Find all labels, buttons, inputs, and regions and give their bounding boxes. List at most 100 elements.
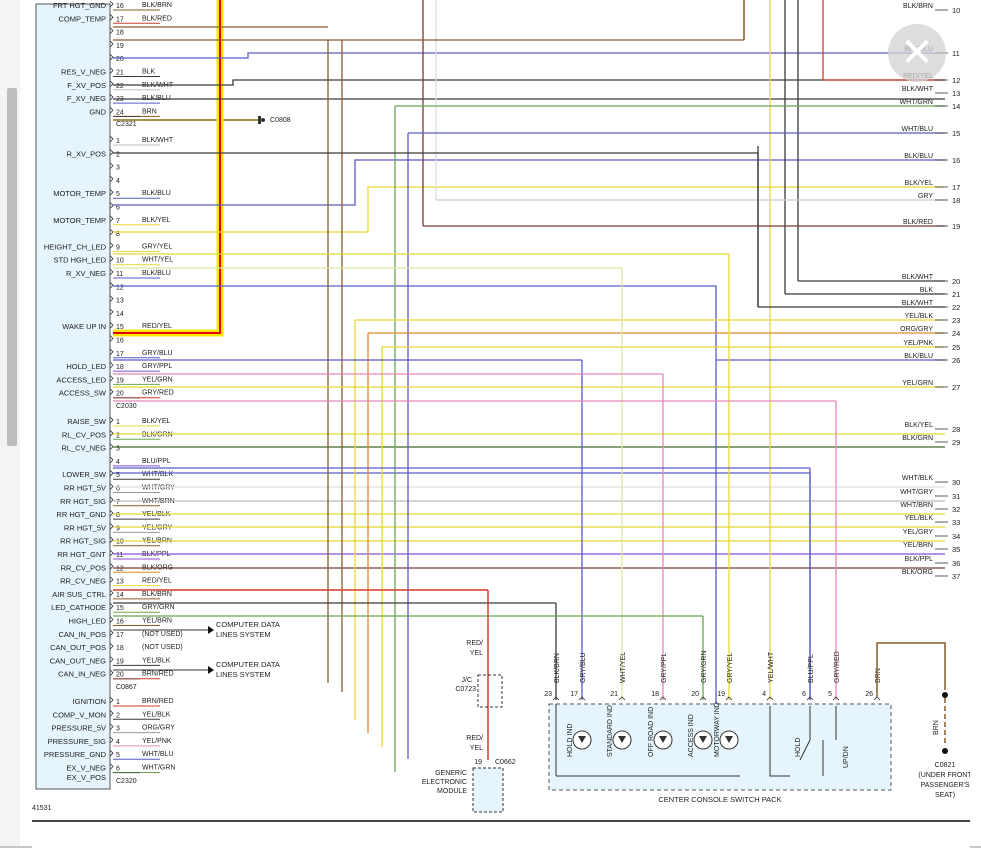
pin-signal-name: RR_CV_POS xyxy=(61,563,106,572)
switchpack-pin-chevron xyxy=(806,696,814,701)
pin-chevron xyxy=(109,149,114,156)
pin-chevron xyxy=(109,107,114,114)
pin-chevron xyxy=(109,321,114,329)
gem-label: ELECTRONIC xyxy=(422,779,467,786)
pin-signal-name: RAISE_SW xyxy=(67,417,107,426)
pin-chevron xyxy=(109,536,114,543)
right-wire-number: 20 xyxy=(952,277,960,286)
right-wire-label: GRY xyxy=(918,193,933,200)
switchpack-pin-number: 17 xyxy=(570,691,578,698)
pin-chevron xyxy=(109,242,114,249)
right-wire-label: BLK/BRN xyxy=(903,3,933,10)
pin-signal-name: F_XV_POS xyxy=(67,81,106,90)
ground-dot xyxy=(261,118,265,122)
right-wire-label: WHT/BLU xyxy=(902,126,934,133)
pin-chevron xyxy=(109,602,114,610)
wire-color-label: YEL/GRN xyxy=(142,376,173,383)
wire-color-label: GRY/YEL xyxy=(142,243,172,250)
signal-wire xyxy=(113,285,717,360)
switch-label-hold: HOLD xyxy=(795,738,802,757)
wire-color-label: YEL/BLK xyxy=(142,657,171,664)
right-wire-number: 12 xyxy=(952,76,960,85)
pin-signal-name: PRESSURE_GND xyxy=(44,750,107,759)
pin-number: 8 xyxy=(116,512,120,519)
pin-signal-name: LOWER_SW xyxy=(62,470,107,479)
data-line-arrow-icon xyxy=(208,626,214,634)
pin-signal-name: FRT HGT_GND xyxy=(53,1,107,10)
pin-number: 16 xyxy=(116,619,124,626)
jc-wire-label: YEL xyxy=(470,745,483,752)
pin-signal-name: MOTOR_TEMP xyxy=(53,216,106,225)
signal-wire xyxy=(113,79,945,86)
pin-number: 3 xyxy=(116,446,120,453)
gem-connector-label: C0662 xyxy=(495,759,516,766)
pin-signal-name: ACCESS_LED xyxy=(56,375,106,384)
pin-chevron xyxy=(109,549,114,557)
jc-wire-label: YEL xyxy=(470,650,483,657)
right-wire-number: 36 xyxy=(952,559,960,568)
pin-number: 17 xyxy=(116,632,124,639)
connector-label: C2030 xyxy=(116,403,137,410)
wakeup-wire xyxy=(113,0,221,334)
signal-wire xyxy=(113,52,945,59)
pin-chevron xyxy=(109,616,114,623)
brn-ground-wire xyxy=(876,642,946,697)
right-wire-label: BLK/PPL xyxy=(905,556,934,563)
pin-chevron xyxy=(109,589,114,597)
pin-number: 17 xyxy=(116,351,124,358)
switch-label-updn: UP/DN xyxy=(843,746,850,768)
right-wire-number: 18 xyxy=(952,196,960,205)
right-wire-number: 16 xyxy=(952,156,960,165)
wire-color-label: YEL/BRN xyxy=(142,618,172,625)
switchpack-pin-chevron xyxy=(873,696,881,701)
ground-location-note: PASSENGER'S xyxy=(920,782,969,789)
switchpack-wire-label: BRN xyxy=(875,668,882,683)
gem-box xyxy=(472,767,504,813)
pin-number: 8 xyxy=(116,231,120,238)
right-wire-number: 15 xyxy=(952,129,960,138)
pin-chevron xyxy=(109,416,114,424)
pin-chevron xyxy=(109,749,114,757)
pin-signal-name: LED_CATHODE xyxy=(51,603,106,612)
pin-number: 4 xyxy=(116,459,120,466)
pin-chevron xyxy=(109,763,114,770)
pin-signal-name: CAN_IN_POS xyxy=(58,630,106,639)
wakeup-wire-highlight xyxy=(113,0,224,337)
pin-chevron xyxy=(109,509,114,517)
pin-number: 11 xyxy=(116,552,123,559)
pin-signal-name: RES_V_NEG xyxy=(61,68,106,77)
right-wire-number: 28 xyxy=(952,425,960,434)
pin-signal-name: RR HGT_GNT xyxy=(57,550,106,559)
pin-chevron xyxy=(109,215,114,223)
switchpack-pin-chevron xyxy=(699,696,707,701)
wire-color-label: ORG/GRY xyxy=(142,725,175,732)
vertical-scrollbar[interactable] xyxy=(7,88,17,446)
wire-color-label: BRN/RED xyxy=(142,698,174,705)
pin-signal-name: EX_V_NEG xyxy=(66,764,106,773)
right-wire-number: 37 xyxy=(952,572,960,581)
right-wire-label: WHT/GRY xyxy=(900,489,933,496)
right-wire-number: 19 xyxy=(952,222,960,231)
switch-circuit xyxy=(769,706,790,777)
right-wire-number: 13 xyxy=(952,89,960,98)
pin-chevron xyxy=(109,255,114,262)
data-line-label: LINES SYSTEM xyxy=(216,670,271,679)
indicator-label: ACCESS IND xyxy=(688,714,695,757)
switch-pack-title: CENTER CONSOLE SWITCH PACK xyxy=(658,795,781,804)
pin-chevron xyxy=(109,308,114,316)
right-wire-label: BLK/YEL xyxy=(905,180,934,187)
pin-chevron xyxy=(109,295,114,302)
switchpack-pin-chevron xyxy=(832,696,840,701)
right-wire-label: BLK/RED xyxy=(903,219,933,226)
close-button[interactable]: ✕ xyxy=(888,24,946,82)
pin-chevron xyxy=(109,93,114,101)
pin-signal-name: RL_CV_POS xyxy=(62,430,106,439)
right-wire-label: ORG/GRY xyxy=(900,326,933,333)
jc-connector-label: C0723 xyxy=(455,686,476,693)
jc-label: J/C xyxy=(462,677,473,684)
pin-signal-name: EX_V_POS xyxy=(67,773,106,782)
right-wire-number: 17 xyxy=(952,183,960,192)
pin-signal-name: RR HGT_5V xyxy=(64,523,106,532)
left-gutter xyxy=(0,0,20,846)
module-panel xyxy=(35,3,111,790)
